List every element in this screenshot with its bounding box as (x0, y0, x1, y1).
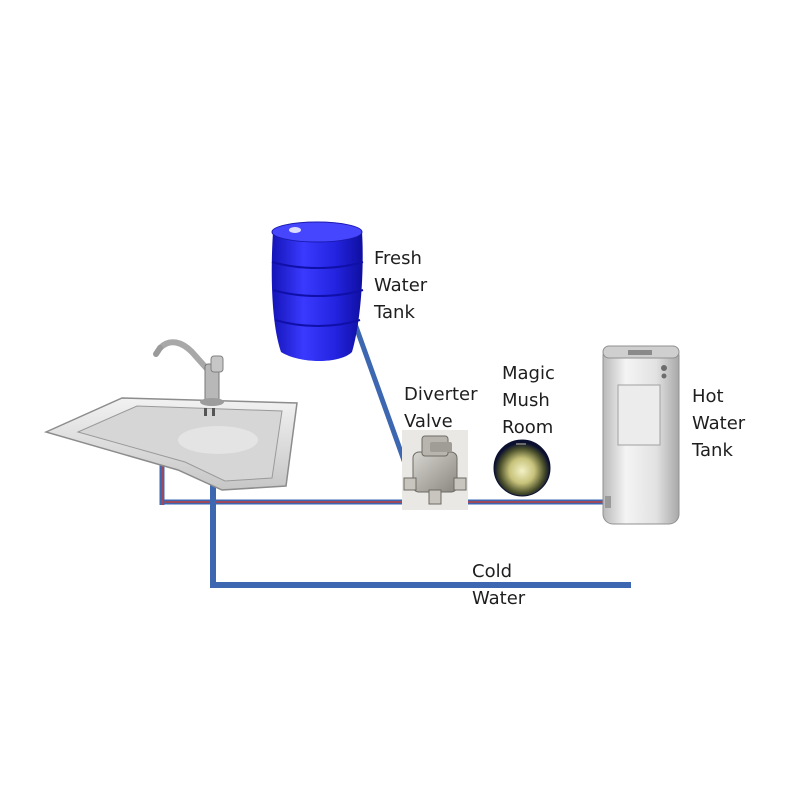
fresh-water-pipe (347, 309, 414, 481)
diverter-valve-label: Diverter Valve (404, 381, 478, 435)
barrel-top (271, 221, 363, 243)
label-line: Diverter (404, 384, 478, 405)
heater-panel (617, 384, 661, 446)
label-line: Tank (692, 440, 733, 461)
faucet (153, 339, 224, 406)
label-line: Hot (692, 386, 724, 407)
cold-water-label: Cold Water (472, 558, 525, 612)
hot-water-tank-label: Hot Water Tank (692, 383, 745, 464)
sink (43, 339, 298, 491)
label-line: Water (472, 588, 526, 609)
label-line: Water (692, 413, 746, 434)
label-line: Tank (374, 302, 415, 323)
hot-water-heater (602, 345, 680, 525)
label-line: Magic (502, 363, 555, 384)
label-line: Mush (502, 390, 550, 411)
diverter-valve (402, 430, 468, 510)
label-line: Water (374, 275, 428, 296)
pipes (159, 309, 631, 588)
label-line: Valve (404, 411, 453, 432)
label-line: Fresh (374, 248, 422, 269)
fresh-water-tank-label: Fresh Water Tank (374, 245, 427, 326)
magic-mush-room-light (493, 439, 551, 497)
fresh-water-barrel (271, 221, 364, 361)
label-line: Room (502, 417, 554, 438)
magic-mush-room-label: Magic Mush Room (502, 360, 555, 441)
label-line: Cold (472, 561, 513, 582)
